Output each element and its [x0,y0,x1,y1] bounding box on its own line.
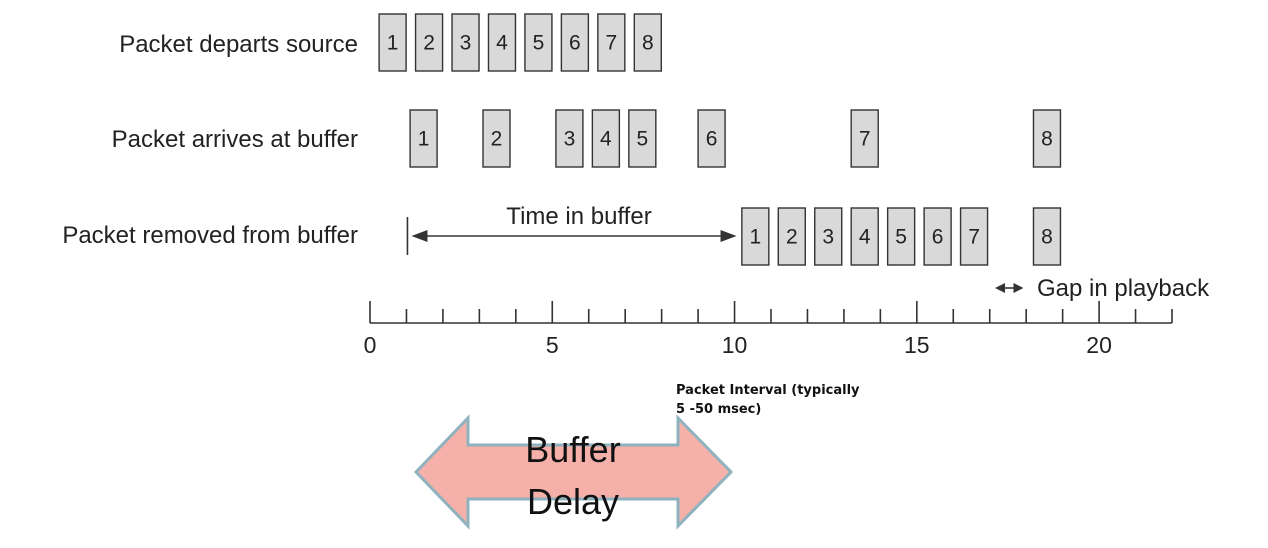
packet-box [524,13,553,72]
packet-number: 7 [968,226,980,249]
packet-box [597,13,626,72]
packet-box [741,207,770,266]
packet-number: 4 [859,226,871,249]
packet-box [560,13,590,72]
axis-tick-label: 15 [904,332,930,358]
packet-box [850,109,879,168]
packet-box [487,13,517,72]
time-in-buffer-arrowhead-right [720,230,737,242]
packet-box [1032,109,1062,168]
packet-number: 8 [642,32,654,55]
axis-tick-label: 20 [1086,332,1112,358]
axis-tick-label: 0 [364,332,377,358]
packet-number: 6 [706,128,718,151]
gap-arrowhead-left [995,283,1006,293]
packet-box [777,207,806,266]
packet-box [409,109,438,168]
time-in-buffer-arrow: Time in buffer [406,203,737,255]
packet-box [814,207,843,266]
packet-number: 5 [533,32,545,55]
row-label-arrives: Packet arrives at buffer [112,126,358,153]
packet-number: 2 [423,32,435,55]
packet-number: 7 [859,128,871,151]
packet-box [414,13,444,72]
row-label-removed: Packet removed from buffer [62,222,358,249]
packet-box [959,207,989,266]
time-axis-labels: 0 5 10 15 20 [364,332,1112,358]
time-in-buffer-arrowhead-left [411,230,428,242]
packet-number: 3 [564,128,576,151]
packet-number: 8 [1041,226,1053,249]
packet-box [697,109,726,168]
axis-tick-label: 10 [722,332,748,358]
packet-box [451,13,480,72]
packet-number: 1 [387,32,399,55]
packet-box [886,207,916,266]
buffer-delay-arrow: Buffer Delay [413,414,734,530]
axis-tick-label: 5 [546,332,559,358]
packet-number: 1 [418,128,430,151]
packet-interval-note-line1: Packet Interval (typically [676,383,860,398]
packet-box [555,109,584,168]
packet-number: 3 [460,32,472,55]
row-removed-packets: 1 2 3 4 5 6 7 8 [741,207,1062,266]
packet-box [850,207,879,266]
gap-arrowhead-right [1013,283,1024,293]
packet-number: 2 [491,128,503,151]
packet-box [633,13,662,72]
packet-number: 4 [600,128,612,151]
packet-number: 3 [822,226,834,249]
packet-interval-note-line2: 5 -50 msec) [676,402,761,417]
row-label-departs: Packet departs source [119,31,358,58]
buffer-delay-label-line1: Buffer [525,429,620,470]
gap-in-playback-label: Gap in playback [1037,275,1210,302]
packet-number: 6 [569,32,581,55]
packet-number: 1 [749,226,761,249]
packet-number: 4 [496,32,508,55]
time-axis-ticks [369,301,1173,323]
time-in-buffer-label: Time in buffer [506,203,651,230]
time-axis: 0 5 10 15 20 [364,301,1173,358]
buffer-delay-double-arrow [413,414,734,530]
packet-number: 5 [636,128,648,151]
buffer-delay-label-line2: Delay [527,481,619,522]
packet-number: 2 [786,226,798,249]
packet-number: 7 [605,32,617,55]
packet-box [482,109,511,168]
packet-box [378,13,407,72]
packet-box [628,109,657,168]
row-arrives-packets: 1 2 3 4 5 6 7 8 [409,109,1062,168]
packet-number: 6 [932,226,944,249]
packet-box [1032,207,1062,266]
row-departs-packets: 1 2 3 4 5 6 7 8 [378,13,662,72]
packet-box [591,109,621,168]
packet-number: 8 [1041,128,1053,151]
packet-number: 5 [895,226,907,249]
packet-box [923,207,952,266]
gap-in-playback: Gap in playback [995,275,1210,302]
